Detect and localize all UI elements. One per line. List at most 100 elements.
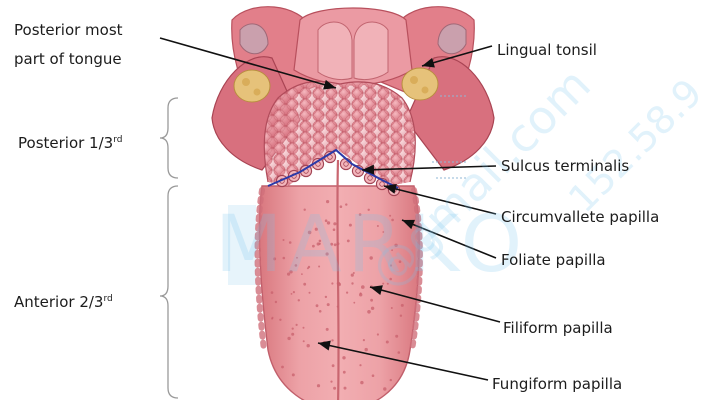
fungiform-dot	[303, 340, 305, 342]
fungiform-dot	[287, 337, 290, 340]
label-anterior-two-thirds: Anterior 2/3rd	[14, 289, 113, 312]
fungiform-dot	[359, 213, 362, 216]
label-fungiform-papilla: Fungiform papilla	[492, 374, 622, 394]
fungiform-dot	[327, 221, 330, 224]
fungiform-dot	[333, 222, 336, 225]
fungiform-dot	[271, 291, 274, 294]
fungiform-dot	[334, 243, 337, 246]
fungiform-dot	[304, 209, 306, 211]
fungiform-dot	[312, 245, 315, 248]
fungiform-dot	[326, 200, 329, 203]
fungiform-dot	[315, 228, 318, 231]
fungiform-dot	[391, 219, 394, 222]
fungiform-dot	[309, 292, 311, 294]
fungiform-dot	[391, 249, 393, 251]
fungiform-dot	[331, 282, 333, 284]
fungiform-dot	[316, 304, 319, 307]
fungiform-dot	[359, 364, 361, 366]
fungiform-dot	[382, 231, 384, 233]
label-circumvallete-papilla: Circumvallete papilla	[501, 207, 659, 227]
fungiform-dot	[298, 299, 300, 301]
fungiform-dot	[308, 231, 312, 235]
fungiform-dot	[333, 228, 336, 231]
fungiform-dot	[332, 364, 335, 367]
fungiform-dot	[327, 303, 330, 306]
label-sulcus-terminalis: Sulcus terminalis	[501, 156, 629, 176]
fungiform-dot	[389, 278, 392, 281]
fungiform-dot	[370, 256, 373, 259]
fungiform-dot	[365, 348, 368, 351]
fungiform-dot	[308, 266, 310, 268]
fungiform-dot	[394, 244, 397, 247]
fungiform-dot	[399, 260, 402, 263]
fungiform-dot	[289, 270, 292, 273]
fungiform-dot	[340, 205, 343, 208]
fungiform-dot	[382, 283, 384, 285]
fungiform-dot	[293, 291, 295, 293]
label-anterior-two-thirds-sup: rd	[103, 294, 112, 304]
label-posterior-third-sup: rd	[113, 135, 122, 145]
bracket-anterior-two-thirds	[160, 186, 178, 398]
label-lingual-tonsil: Lingual tonsil	[497, 40, 597, 60]
fungiform-dot	[291, 333, 294, 336]
fungiform-dot	[383, 387, 386, 390]
fungiform-dot	[368, 209, 370, 211]
fungiform-dot	[292, 328, 294, 330]
fungiform-dot	[296, 324, 298, 326]
tongue-body	[258, 160, 420, 400]
fungiform-dot	[367, 310, 371, 314]
fungiform-dot	[317, 384, 320, 387]
fungiform-dot	[330, 381, 332, 383]
fungiform-dot	[287, 273, 290, 276]
fungiform-dot	[389, 215, 391, 217]
fungiform-dot	[370, 299, 373, 302]
bracket-posterior-third	[160, 98, 178, 178]
label-anterior-two-thirds-text: Anterior 2/3	[14, 293, 103, 311]
fungiform-dot	[319, 240, 322, 243]
label-posterior-third-text: Posterior 1/3	[18, 134, 113, 152]
fungiform-dot	[296, 257, 298, 259]
fungiform-dot	[317, 242, 320, 245]
lingual-tonsil-left	[234, 70, 270, 102]
fungiform-dot	[319, 310, 322, 313]
label-posterior-most-line1: Posterior most	[14, 20, 123, 40]
label-posterior-third: Posterior 1/3rd	[18, 130, 122, 153]
label-foliate-papilla: Foliate papilla	[501, 250, 606, 270]
fungiform-dot	[344, 387, 347, 390]
fungiform-dot	[333, 387, 336, 390]
fungiform-dot	[353, 302, 355, 304]
fungiform-dot	[390, 264, 392, 266]
fungiform-dot	[351, 282, 353, 284]
fungiform-dot	[386, 341, 389, 344]
fungiform-dot	[347, 240, 350, 243]
fungiform-dot	[360, 381, 363, 384]
fungiform-dot	[372, 374, 375, 377]
fungiform-dot	[377, 333, 379, 335]
fungiform-dot	[371, 307, 374, 310]
fungiform-dot	[325, 296, 327, 298]
fungiform-dot	[283, 239, 285, 241]
fungiform-dot	[346, 292, 348, 294]
fungiform-dot	[289, 241, 292, 244]
watermark-shapes	[228, 205, 256, 285]
fungiform-dot	[395, 335, 398, 338]
fungiform-dot	[337, 306, 339, 308]
fungiform-dot	[326, 328, 329, 331]
fungiform-dot	[283, 257, 286, 260]
fungiform-dot	[377, 225, 379, 227]
label-posterior-most-line2: part of tongue	[14, 49, 123, 69]
fungiform-dot	[325, 219, 328, 222]
fungiform-dot	[318, 266, 320, 268]
fungiform-dot	[342, 356, 345, 359]
fungiform-dot	[330, 243, 333, 246]
circumvallate-papilla	[340, 158, 351, 169]
fungiform-dot	[400, 315, 402, 317]
label-posterior-most: Posterior most part of tongue	[14, 20, 123, 69]
fungiform-dot	[326, 252, 329, 255]
fungiform-dot	[295, 264, 298, 267]
fungiform-dot	[336, 242, 339, 245]
fungiform-dot	[363, 339, 365, 341]
fungiform-dot	[275, 301, 277, 303]
fungiform-dot	[345, 203, 347, 205]
